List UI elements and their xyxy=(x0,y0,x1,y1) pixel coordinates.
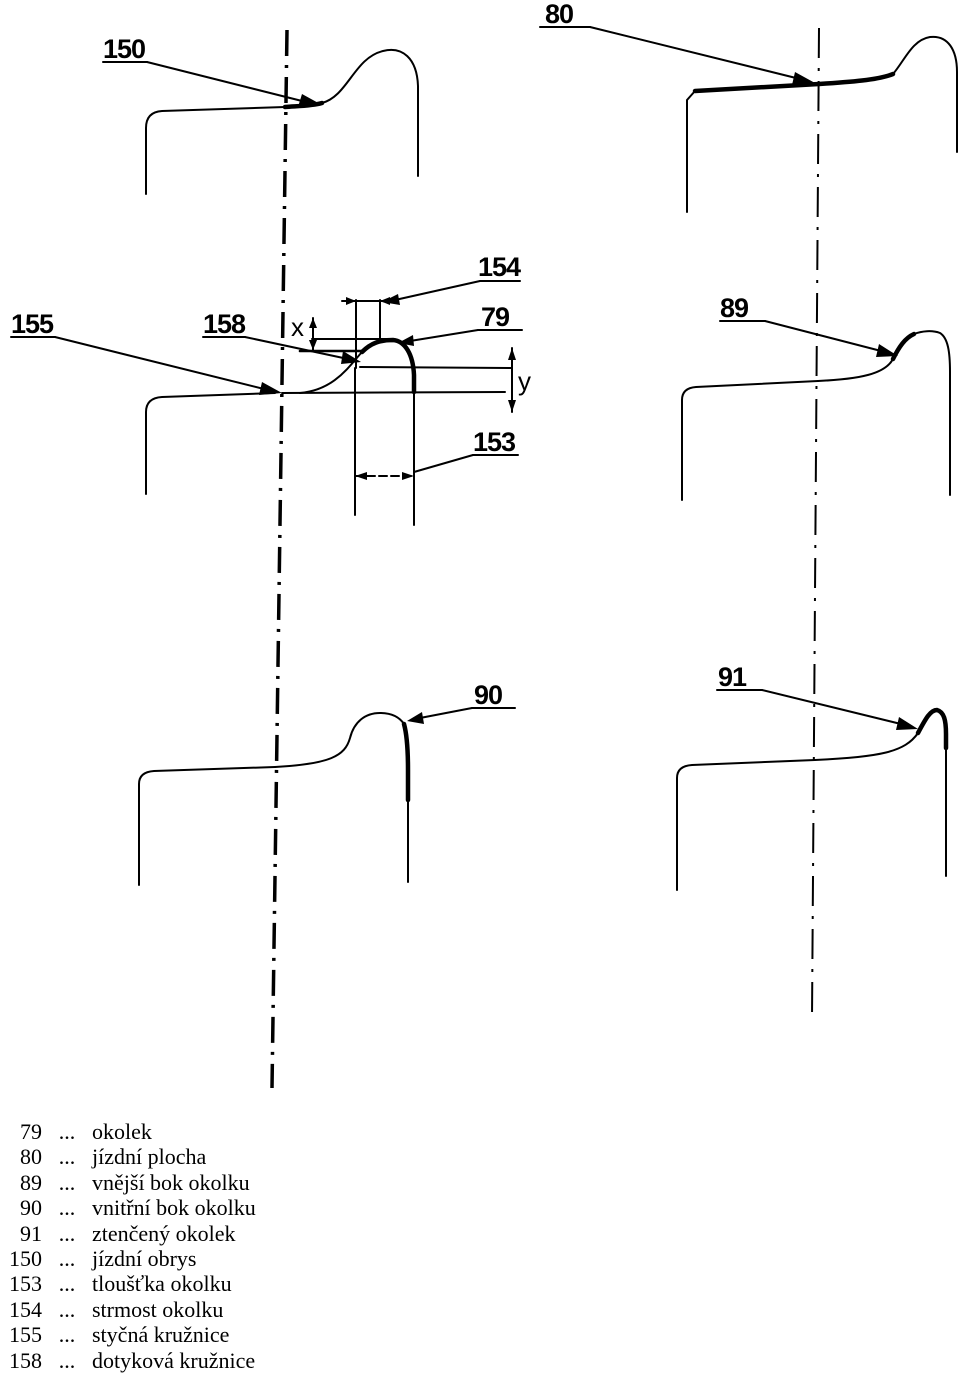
profile-80 xyxy=(686,35,958,213)
leader-150: 150 xyxy=(102,34,322,107)
legend-item: 89...vnější bok okolku xyxy=(20,1169,250,1195)
legend-item: 154...strmost okolku xyxy=(9,1296,224,1322)
dimension-x: x xyxy=(291,312,317,351)
callout-153: 153 xyxy=(473,427,516,457)
legend-item: 153...tloušťka okolku xyxy=(9,1271,232,1297)
leader-154: 154 xyxy=(382,252,522,305)
leader-91: 91 xyxy=(716,662,918,730)
callout-158: 158 xyxy=(203,309,246,339)
dimension-y: y xyxy=(508,347,531,413)
legend-item: 79...okolek xyxy=(20,1119,152,1144)
callout-80: 80 xyxy=(545,0,573,29)
callout-91: 91 xyxy=(718,662,747,692)
profile-155 xyxy=(145,299,513,526)
label-x: x xyxy=(291,312,304,342)
axis-left xyxy=(270,29,289,1089)
callout-150: 150 xyxy=(103,34,145,64)
profile-90 xyxy=(138,712,411,886)
leader-155: 155 xyxy=(10,309,282,395)
callout-154: 154 xyxy=(478,252,521,282)
profile-89 xyxy=(681,330,951,501)
callout-89: 89 xyxy=(720,293,749,323)
profile-91 xyxy=(676,707,949,891)
leader-90: 90 xyxy=(407,680,516,724)
leader-158: 158 xyxy=(202,309,361,364)
legend-item: 150...jízdní obrys xyxy=(9,1246,197,1272)
leader-80: 80 xyxy=(539,0,815,85)
dimension-153 xyxy=(354,472,415,480)
callout-155: 155 xyxy=(11,309,54,339)
label-y: y xyxy=(518,366,531,396)
callout-90: 90 xyxy=(474,680,502,710)
legend: 79...okolek 80...jízdní plocha 89...vněj… xyxy=(6,1119,256,1373)
axis-right xyxy=(811,27,820,1019)
legend-item: 91...ztenčený okolek xyxy=(20,1220,236,1246)
legend-item: 155...styčná kružnice xyxy=(9,1322,230,1348)
legend-item: 80...jízdní plocha xyxy=(20,1144,207,1170)
callout-79: 79 xyxy=(481,302,510,332)
leader-153: 153 xyxy=(413,427,519,473)
leader-79: 79 xyxy=(398,302,523,346)
legend-item: 90...vnitřní bok okolku xyxy=(20,1195,256,1221)
legend-item: 158...dotyková kružnice xyxy=(9,1347,256,1373)
leader-89: 89 xyxy=(719,293,898,357)
